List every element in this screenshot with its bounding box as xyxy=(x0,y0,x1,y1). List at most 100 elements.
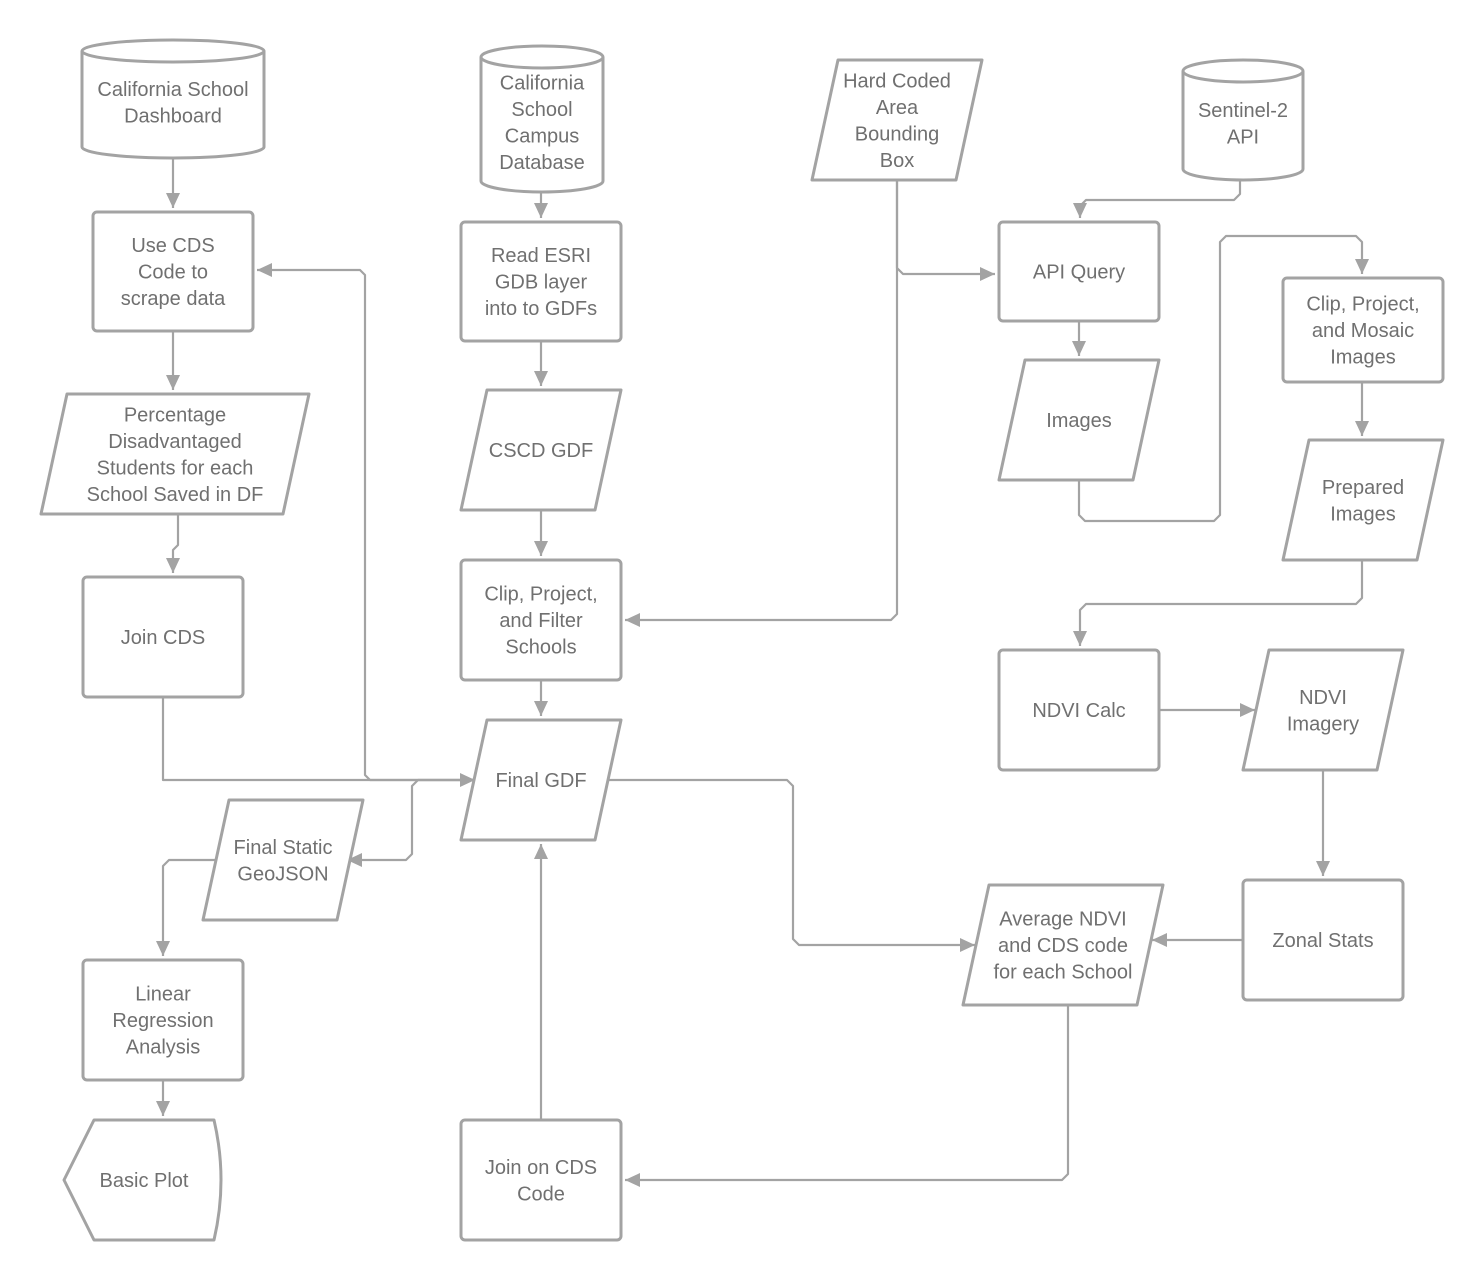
node-label-line: Imagery xyxy=(1287,713,1359,735)
arrowhead xyxy=(156,1101,170,1116)
edge-average_ndvi-to-join_on_cds xyxy=(625,1005,1070,1187)
arrowhead xyxy=(1072,341,1086,356)
node-label-line: Schools xyxy=(505,637,576,659)
node-label-line: Basic Plot xyxy=(100,1170,189,1192)
data-parallelogram xyxy=(39,392,311,516)
edge-final_gdf-to-final_geojson xyxy=(347,778,475,867)
node-label-line: California xyxy=(500,72,585,94)
connector-line xyxy=(347,778,475,862)
arrowhead xyxy=(534,371,548,386)
edge-ndvi_imagery-to-zonal_stats xyxy=(1316,770,1330,876)
arrowhead xyxy=(1073,203,1087,218)
arrowhead xyxy=(534,541,548,556)
arrowhead xyxy=(166,558,180,573)
node-label-line: Bounding xyxy=(855,123,940,145)
arrowhead xyxy=(534,701,548,716)
connector-line xyxy=(607,778,975,947)
edge-bounding_box-to-clip_filter xyxy=(625,180,899,627)
node-label-line: Final GDF xyxy=(495,770,586,792)
node-label-line: Final Static xyxy=(234,837,333,859)
node-ndvi-calc: NDVI Calc xyxy=(997,648,1161,772)
node-label-line: School xyxy=(511,99,572,121)
process-box xyxy=(997,220,1161,323)
edge-prepared_images-to-ndvi_calc xyxy=(1073,560,1364,646)
connector-line xyxy=(625,1005,1070,1182)
edge-final_geojson-to-linear_regression xyxy=(156,858,220,956)
node-label-line: Code xyxy=(517,1183,565,1205)
node-label-line: Use CDS xyxy=(131,235,214,257)
node-label-line: Prepared xyxy=(1322,477,1404,499)
node-label-line: Linear xyxy=(135,984,191,1006)
node-label-line: Code to xyxy=(138,262,208,284)
edge-linear_regression-to-basic_plot xyxy=(156,1080,170,1116)
cylinder-rim xyxy=(479,56,605,70)
edge-join_on_cds-to-final_gdf xyxy=(534,844,548,1120)
process-box xyxy=(459,558,623,682)
arrowhead xyxy=(980,267,995,281)
edge-pct_disadvantaged-to-join_cds xyxy=(166,514,180,573)
edge-ndvi_calc-to-ndvi_imagery xyxy=(1159,703,1255,717)
node-label-line: Zonal Stats xyxy=(1272,930,1373,952)
arrowhead xyxy=(534,844,548,859)
connector-line xyxy=(161,858,220,956)
database-cylinder xyxy=(479,44,605,194)
database-cylinder xyxy=(80,38,266,160)
edge-api_query-to-images xyxy=(1072,321,1086,356)
edges-layer xyxy=(156,158,1369,1187)
arrowhead xyxy=(166,375,180,390)
node-join-cds: Join CDS xyxy=(81,575,245,699)
arrowhead xyxy=(1355,259,1369,274)
process-box xyxy=(1241,878,1405,1002)
node-label-line: NDVI xyxy=(1299,687,1347,709)
connector-line xyxy=(625,180,899,622)
data-parallelogram xyxy=(1281,438,1445,562)
node-label-line: API xyxy=(1227,126,1259,148)
node-label-line: CSCD GDF xyxy=(489,440,593,462)
node-label-line: Analysis xyxy=(126,1037,200,1059)
edge-images-to-clip_mosaic xyxy=(1077,234,1369,523)
edge-cscd_gdf-to-clip_filter xyxy=(534,510,548,556)
edge-use_cds_code-to-pct_disadvantaged xyxy=(166,331,180,390)
node-label-line: into to GDFs xyxy=(485,298,597,320)
database-cylinder xyxy=(1181,58,1305,182)
cylinder-rim xyxy=(80,50,266,64)
arrowhead xyxy=(625,1173,640,1187)
arrowhead xyxy=(625,613,640,627)
node-zonal-stats: Zonal Stats xyxy=(1241,878,1405,1002)
node-label-line: Images xyxy=(1330,347,1396,369)
process-box xyxy=(81,575,245,699)
edge-sentinel_api-to-api_query xyxy=(1073,180,1242,218)
node-label-line: Join CDS xyxy=(121,627,205,649)
node-label-line: Area xyxy=(876,97,919,119)
node-label-line: and Mosaic xyxy=(1312,320,1414,342)
data-parallelogram xyxy=(459,718,623,842)
arrowhead xyxy=(1240,703,1255,717)
data-parallelogram xyxy=(201,798,365,922)
node-label-line: School Saved in DF xyxy=(87,484,264,506)
edge-read_esri-to-cscd_gdf xyxy=(534,341,548,386)
arrowhead xyxy=(257,263,272,277)
node-final-gdf: Final GDF xyxy=(459,718,623,842)
node-basic-plot: Basic Plot xyxy=(62,1118,223,1242)
arrowhead xyxy=(166,193,180,208)
node-label-line: Dashboard xyxy=(124,105,222,127)
node-label-line: and Filter xyxy=(499,610,583,632)
connector-line xyxy=(1078,180,1242,218)
arrowhead xyxy=(1152,933,1167,947)
edge-join_cds-to-final_gdf xyxy=(161,697,475,787)
node-label-line: and CDS code xyxy=(998,935,1128,957)
node-label-line: Percentage xyxy=(124,404,226,426)
node-label-line: Images xyxy=(1330,503,1396,525)
arrowhead xyxy=(1073,631,1087,646)
process-box xyxy=(997,648,1161,772)
